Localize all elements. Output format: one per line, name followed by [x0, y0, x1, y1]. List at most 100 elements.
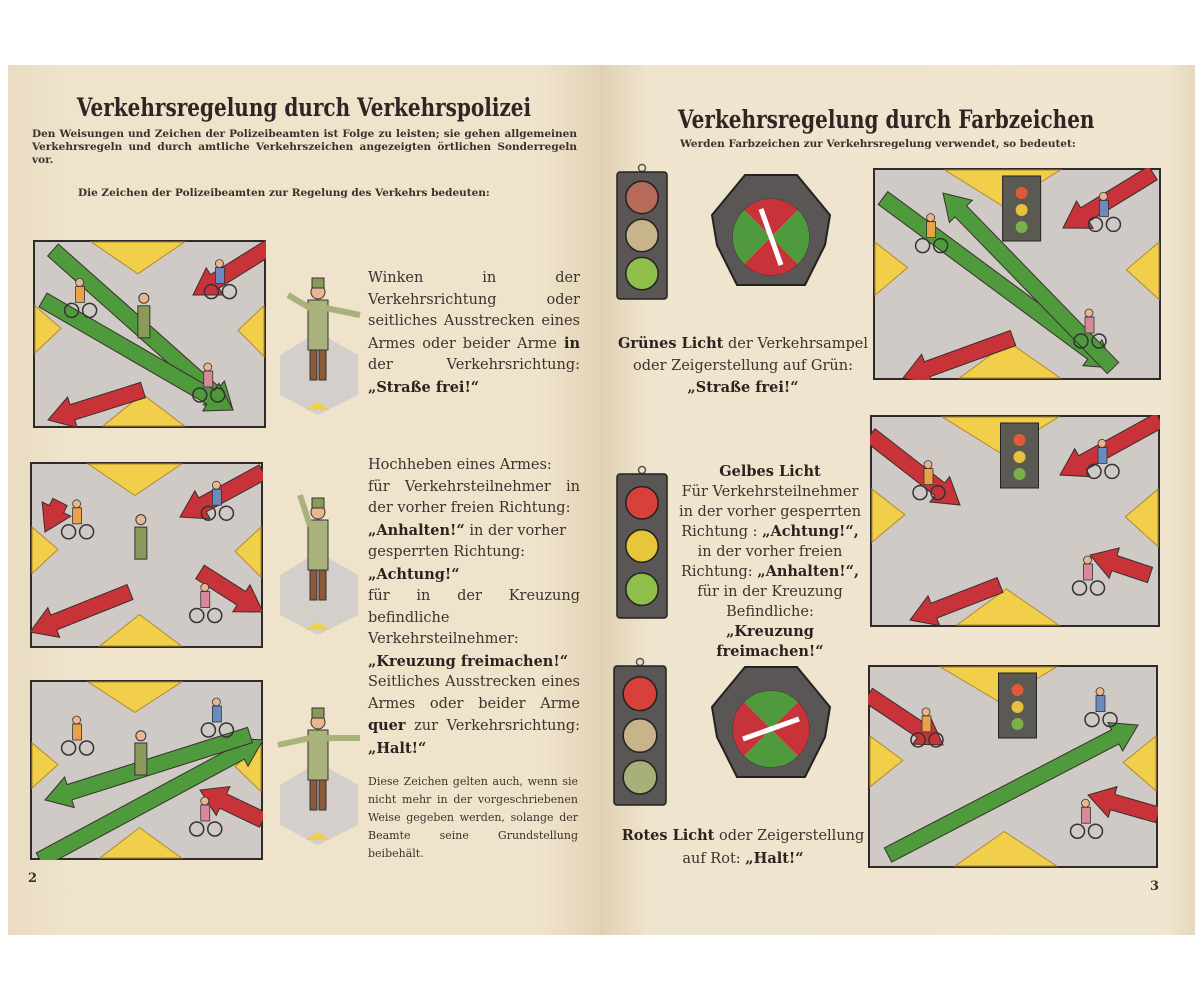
direction-arrow	[1089, 547, 1154, 584]
sidewalk-corner	[869, 735, 904, 788]
signal-3-bold: quer	[368, 717, 406, 734]
intersection-illustration-1	[33, 240, 266, 428]
yellow-line-1: Für Verkehrsteilnehmer in der vorher ges…	[678, 484, 862, 540]
cyclist	[1084, 687, 1118, 728]
direction-arrow	[47, 381, 147, 428]
pointer-arm	[758, 208, 784, 266]
direction-arrow	[1062, 168, 1158, 229]
signal-3-meaning: „Halt!“	[368, 739, 427, 757]
direction-arrow	[38, 292, 234, 412]
sidewalk-corner	[1122, 735, 1157, 792]
intersection-illustration-red	[868, 665, 1158, 868]
cyclist	[1073, 308, 1107, 349]
cyclist	[203, 259, 238, 300]
direction-arrow	[44, 726, 254, 809]
cyclist	[914, 213, 949, 254]
signal-2-text: Hochheben eines Armes: für Verkehrsteiln…	[368, 455, 580, 673]
sidewalk-corner	[31, 526, 59, 575]
signal-2-line-3: in der vorher gesperrten Richtung:	[368, 522, 567, 561]
direction-arrow	[909, 576, 1004, 627]
lamp-red	[622, 676, 658, 712]
signal-2-meaning-2: „Achtung!“	[368, 565, 460, 583]
signal-arm-green-illustration	[710, 174, 832, 286]
green-light-text: Grünes Licht der Verkehrsampel oder Zeig…	[618, 333, 868, 400]
signal-2-meaning-3: „Kreuzung freimachen!“	[368, 652, 569, 670]
green-light-heading: Grünes Licht	[618, 335, 724, 352]
police-officer	[134, 730, 148, 776]
lamp-green	[625, 572, 659, 607]
cyclist	[1087, 191, 1122, 233]
sidewalk-corner	[234, 525, 262, 579]
page-title: Verkehrsregelung durch Verkehrspolizei	[76, 93, 532, 122]
cyclist	[189, 796, 223, 837]
sidewalk-corner	[953, 830, 1059, 867]
direction-arrow	[1087, 785, 1158, 824]
signal-2-line-4: für in der Kreuzung befindliche Verkehrs…	[368, 588, 580, 647]
lamp-green	[622, 759, 658, 795]
signal-1-text: Winken in der Verkehrsrichtung oder seit…	[368, 268, 580, 399]
cyclist	[1086, 438, 1120, 480]
page-number: 3	[1150, 879, 1160, 894]
signal-1-description-2: der Verkehrsrichtung:	[368, 357, 580, 373]
sidewalk-corner	[871, 488, 906, 544]
officer-figure	[277, 707, 360, 845]
lamp-yellow	[622, 717, 658, 754]
traffic-light-yellow-illustration	[616, 465, 668, 619]
police-officer-waving-illustration	[280, 277, 361, 415]
signal-1-description: Winken in der Verkehrsrichtung oder seit…	[368, 270, 580, 352]
traffic-light-green-illustration	[616, 163, 668, 300]
officer-figure	[280, 277, 361, 415]
intersection-illustration-yellow	[870, 415, 1160, 627]
signal-3-text: Seitliches Ausstrecken eines Armes oder …	[368, 672, 580, 760]
sidewalk-corner	[98, 826, 183, 859]
lamp-green	[625, 256, 659, 291]
cyclist	[60, 715, 95, 756]
left-page: Verkehrsregelung durch Verkehrspolizei D…	[8, 65, 600, 935]
lamp-red	[625, 180, 659, 215]
sidewalk-corner	[955, 588, 1061, 626]
sidewalk-corner	[237, 304, 265, 358]
direction-arrow	[192, 240, 266, 296]
direction-arrow	[195, 564, 263, 613]
page-title: Verkehrsregelung durch Farbzeichen	[678, 105, 1095, 134]
traffic-light-red-illustration	[613, 657, 667, 806]
yellow-light-text: Gelbes Licht Für Verkehrsteilnehmer in d…	[675, 462, 865, 662]
right-page: Verkehrsregelung durch Farbzeichen Werde…	[600, 65, 1195, 935]
sidewalk-corner	[86, 681, 184, 713]
cyclist	[200, 480, 235, 521]
green-light-description: der Verkehrsampel oder Zeigerstellung au…	[633, 336, 868, 374]
hanging-traffic-light	[1000, 422, 1039, 489]
signal-2-meaning-1: „Anhalten!“	[368, 521, 465, 539]
red-light-description: oder Zeigerstellung auf Rot:	[682, 828, 865, 867]
sidewalk-corner	[874, 241, 909, 297]
direction-arrow	[883, 722, 1139, 863]
hanging-traffic-light	[1002, 175, 1042, 242]
sidewalk-corner	[34, 304, 62, 354]
police-officer-raised-arm-illustration	[280, 494, 358, 635]
red-light-text: Rotes Licht oder Zeigerstellung auf Rot:…	[618, 825, 868, 870]
cyclist	[910, 707, 944, 748]
intersection-illustration-green	[873, 168, 1161, 380]
intro-text: Den Weisungen und Zeichen der Polizeibea…	[32, 128, 577, 166]
signal-arm-red-illustration	[710, 666, 832, 778]
book-spread: Verkehrsregelung durch Verkehrspolizei D…	[8, 65, 1195, 935]
signal-1-meaning: „Straße frei!“	[368, 378, 480, 396]
direction-arrow	[41, 497, 72, 533]
pointer-arm	[742, 716, 800, 742]
signal-3-description: Seitliches Ausstrecken eines Armes oder …	[368, 674, 580, 712]
hanging-traffic-light	[998, 672, 1037, 739]
signal-1-bold: in	[563, 334, 581, 352]
lamp-yellow	[625, 529, 659, 563]
cyclist	[912, 460, 946, 501]
police-officer-halt-illustration	[277, 707, 360, 845]
officer-figure	[280, 494, 358, 635]
cyclist	[1071, 555, 1106, 596]
lamp-yellow	[625, 218, 659, 253]
police-officer	[137, 292, 151, 339]
yellow-meaning-3: „Kreuzung freimachen!“	[716, 623, 824, 660]
yellow-meaning-1: „Achtung!“,	[762, 523, 859, 540]
sidewalk-corner	[31, 741, 59, 790]
yellow-light-heading: Gelbes Licht	[719, 463, 821, 480]
intersection-illustration-2	[30, 462, 263, 648]
signal-3-description-2: zur Verkehrsrichtung:	[414, 718, 581, 734]
